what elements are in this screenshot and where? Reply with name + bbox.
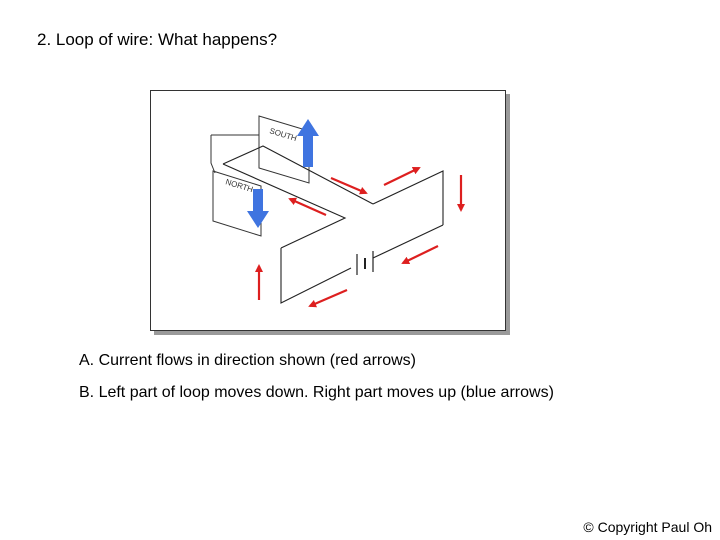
loop-diagram-figure: SOUTH NORTH [150,90,506,331]
red-arrow-icon [330,176,368,195]
wire-loop [222,145,444,304]
force-arrows [247,119,319,228]
north-label: NORTH [224,177,254,194]
battery-symbol [356,251,374,275]
red-arrow-icon [308,288,348,308]
blue-arrow-icon [297,119,319,167]
magnet-side-edge [210,135,216,174]
south-label: SOUTH [268,126,298,143]
magnet-plates [210,115,310,237]
red-arrow-icon [383,167,421,186]
wire-lower-arm [222,163,347,249]
slide-title: 2. Loop of wire: What happens? [37,30,278,49]
copyright-notice: © Copyright Paul Oh [583,519,712,535]
wire-top-arm [222,145,374,205]
north-magnet-plate [212,170,262,237]
blue-arrow-icon [247,189,269,228]
wire-right-face [372,170,444,225]
caption-current-flow: A. Current flows in direction shown (red… [79,352,417,369]
red-arrow-icon [401,245,439,264]
loop-diagram-svg: SOUTH NORTH [210,115,465,308]
red-arrow-icon [288,197,327,217]
wire-front-right [372,224,444,259]
wire-front-bottom [280,248,352,304]
caption-loop-motion: B. Left part of loop moves down. Right p… [79,384,554,401]
south-magnet-plate [258,115,310,184]
current-arrows [255,167,465,308]
